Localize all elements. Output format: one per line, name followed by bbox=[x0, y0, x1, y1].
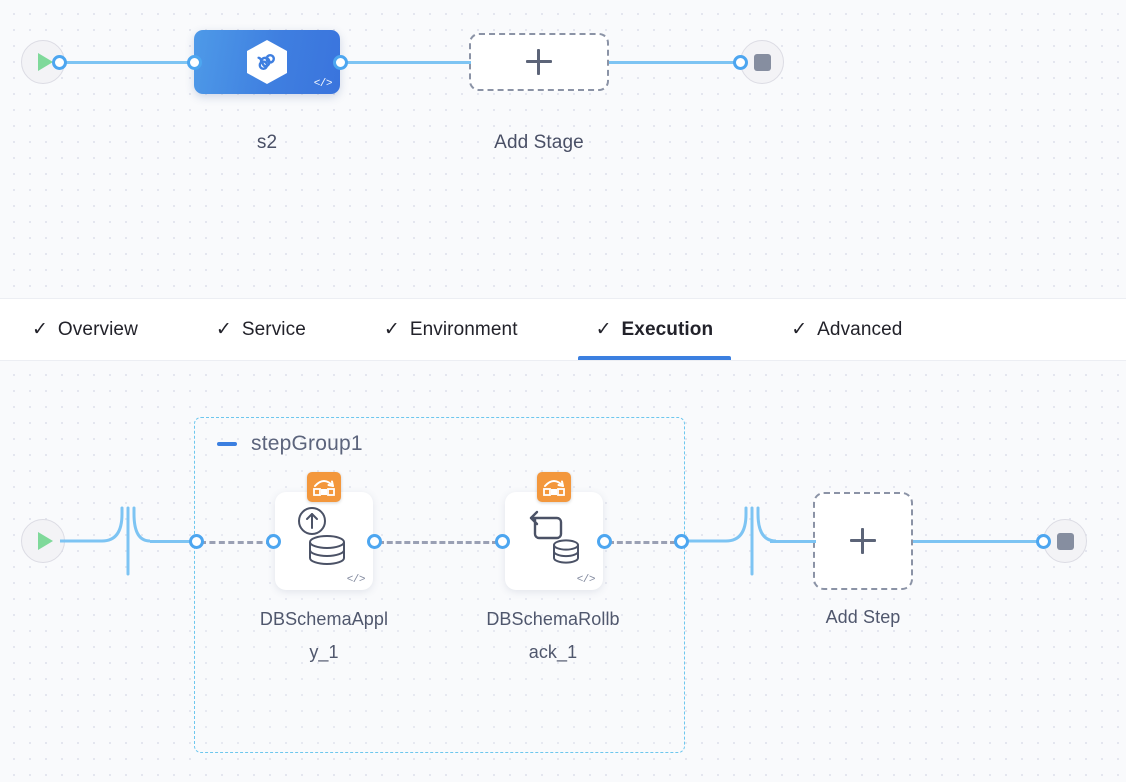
stage-config-tabs[interactable]: ✓ Overview ✓ Service ✓ Environment ✓ Exe… bbox=[0, 298, 1126, 361]
step-card[interactable]: </> bbox=[275, 472, 373, 590]
step-group-header: stepGroup1 bbox=[217, 432, 363, 456]
link-stage-to-addstage bbox=[341, 61, 471, 64]
link-addstage-to-end bbox=[609, 61, 746, 64]
check-icon: ✓ bbox=[383, 319, 400, 340]
step-card[interactable]: </> bbox=[505, 472, 603, 590]
harness-cd-hexagon-icon bbox=[247, 40, 287, 84]
tab-execution-label: Execution bbox=[621, 318, 714, 340]
check-icon: ✓ bbox=[595, 319, 612, 340]
group-exit-port[interactable] bbox=[674, 534, 689, 549]
stage-node-s2[interactable]: </> bbox=[194, 30, 340, 94]
step-node-dbschemaapply[interactable]: </> bbox=[275, 472, 373, 590]
step2-label-line2: ack_1 bbox=[528, 642, 578, 662]
database-rollback-loop-icon bbox=[505, 506, 603, 572]
step2-input-port[interactable] bbox=[495, 534, 510, 549]
stage-graph-canvas[interactable]: </> s2 Add Stage bbox=[0, 0, 1126, 298]
minus-icon[interactable] bbox=[217, 442, 237, 446]
check-icon: ✓ bbox=[215, 319, 232, 340]
connector-start-fork bbox=[60, 506, 150, 576]
tab-environment[interactable]: ✓ Environment bbox=[366, 299, 536, 360]
stage-output-port[interactable] bbox=[333, 55, 348, 70]
stage-end-port[interactable] bbox=[733, 55, 748, 70]
check-icon: ✓ bbox=[32, 319, 48, 340]
check-icon: ✓ bbox=[791, 319, 808, 340]
stage-card[interactable]: </> bbox=[194, 30, 340, 94]
add-stage-label: Add Stage bbox=[494, 132, 584, 153]
add-stage-button[interactable] bbox=[469, 33, 609, 91]
stop-icon bbox=[1056, 532, 1074, 550]
deployment-arc-icon bbox=[307, 472, 341, 502]
step-group-title: stepGroup1 bbox=[251, 432, 363, 455]
stage-start-port[interactable] bbox=[52, 55, 67, 70]
tab-overview-label: Overview bbox=[57, 318, 138, 340]
link-step2-to-groupexit bbox=[608, 541, 676, 544]
link-fork-to-group bbox=[150, 540, 196, 543]
add-step-label: Add Step bbox=[825, 607, 901, 627]
tab-overview[interactable]: ✓ Overview bbox=[14, 299, 156, 360]
step2-output-port[interactable] bbox=[597, 534, 612, 549]
tab-environment-label: Environment bbox=[409, 318, 518, 340]
step1-label-line1: DBSchemaAppl bbox=[259, 609, 389, 629]
step-group-container[interactable]: stepGroup1 bbox=[194, 417, 685, 753]
execution-end-port[interactable] bbox=[1036, 534, 1051, 549]
step1-output-port[interactable] bbox=[367, 534, 382, 549]
add-step-button[interactable] bbox=[813, 492, 913, 590]
step-node-dbschemarollback[interactable]: </> bbox=[505, 472, 603, 590]
play-icon bbox=[37, 532, 53, 550]
execution-graph-canvas[interactable]: stepGroup1 bbox=[0, 361, 1126, 782]
step2-label-line1: DBSchemaRollb bbox=[486, 609, 620, 629]
stage-label: s2 bbox=[256, 132, 278, 153]
step1-input-port[interactable] bbox=[266, 534, 281, 549]
stage-input-port[interactable] bbox=[187, 55, 202, 70]
execution-end-node[interactable] bbox=[1043, 519, 1087, 563]
link-start-to-stage bbox=[60, 61, 200, 64]
stage-code-badge-icon[interactable]: </> bbox=[313, 78, 333, 90]
stop-icon bbox=[753, 53, 771, 71]
link-group-to-step1 bbox=[200, 541, 272, 544]
link-addstep-to-end bbox=[913, 540, 1043, 543]
database-apply-up-arrow-icon bbox=[275, 506, 373, 572]
start-node-circle bbox=[21, 519, 65, 563]
plus-icon bbox=[526, 49, 552, 75]
link-fork-to-addstep bbox=[770, 540, 816, 543]
tab-service-label: Service bbox=[241, 318, 306, 340]
tab-service[interactable]: ✓ Service bbox=[198, 299, 324, 360]
execution-start-node[interactable] bbox=[21, 519, 65, 563]
plus-icon bbox=[850, 528, 876, 554]
tab-advanced-label: Advanced bbox=[817, 318, 903, 340]
step-code-badge-icon[interactable]: </> bbox=[576, 574, 596, 586]
link-step1-to-step2 bbox=[378, 541, 498, 544]
play-icon bbox=[37, 53, 53, 71]
step1-label-line2: y_1 bbox=[309, 642, 339, 662]
end-node-circle bbox=[1043, 519, 1087, 563]
execution-start-port[interactable] bbox=[189, 534, 204, 549]
connector-addstep-fork bbox=[684, 506, 776, 576]
tab-advanced[interactable]: ✓ Advanced bbox=[773, 299, 920, 360]
step-code-badge-icon[interactable]: </> bbox=[346, 574, 366, 586]
tab-execution[interactable]: ✓ Execution bbox=[577, 299, 732, 360]
deployment-arc-icon bbox=[537, 472, 571, 502]
